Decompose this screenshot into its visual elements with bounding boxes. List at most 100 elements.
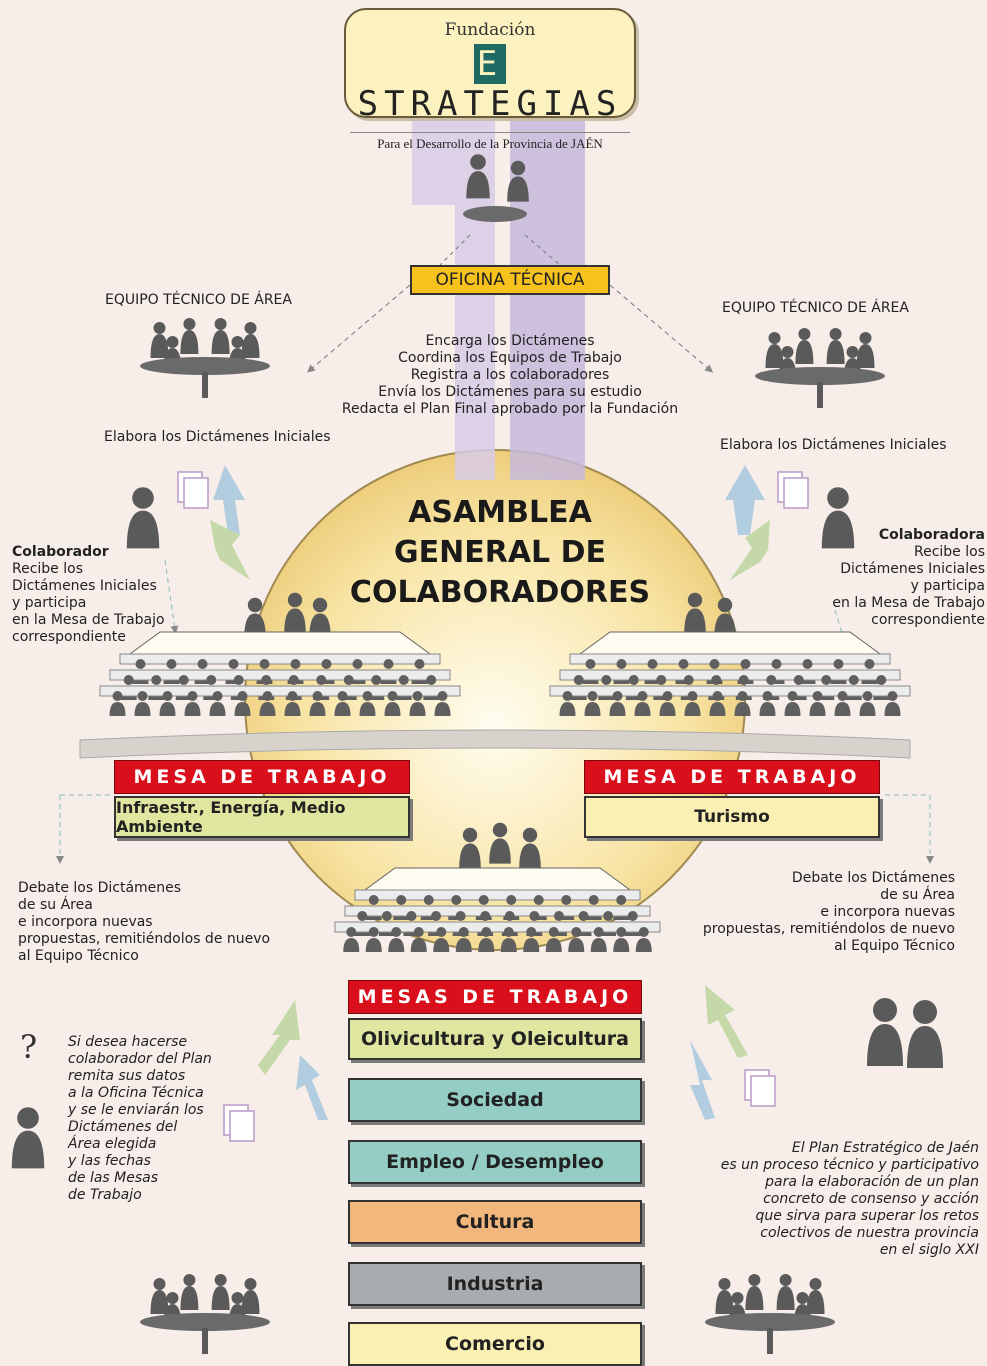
asamblea-line: COLABORADORES — [349, 575, 651, 610]
info-line: para la elaboración de un plan — [765, 1174, 979, 1190]
colaborador-line: correspondiente — [12, 629, 126, 645]
info-right-text: El Plan Estratégico de Jaén es un proces… — [721, 1140, 979, 1259]
info-line: Si desea hacerse — [68, 1034, 188, 1050]
equipo-right-table — [755, 328, 885, 408]
colaborador-line: Recibe los — [12, 561, 83, 577]
stage-band — [79, 729, 911, 759]
fundacion-logo: Fundación ESTRATEGIAS Para el Desarrollo… — [344, 8, 636, 151]
inquirer-figure — [11, 1107, 45, 1169]
logo-fundacion-text: Fundación — [444, 20, 536, 40]
mesa-item: Empleo / Desempleo — [348, 1140, 642, 1184]
colaboradora-line: en la Mesa de Trabajo — [832, 595, 985, 611]
debate-left-text: Debate los Dictámenes de su Área e incor… — [18, 880, 270, 965]
mesa-right-name: Turismo — [584, 796, 880, 838]
debate-line: al Equipo Técnico — [18, 948, 139, 964]
debate-line: propuestas, remitiéndolos de nuevo — [18, 931, 271, 947]
asamblea-title: ASAMBLEA GENERAL DE COLABORADORES — [330, 493, 670, 613]
colaborador-text: Colaborador Recibe los Dictámenes Inicia… — [12, 544, 165, 646]
info-line: concreto de consenso y acción — [763, 1191, 979, 1207]
task-item: Redacta el Plan Final aprobado por la Fu… — [341, 401, 679, 417]
mesas-header: MESAS DE TRABAJO — [348, 980, 642, 1014]
debate-line: Debate los Dictámenes — [18, 880, 182, 896]
document-icon-right — [777, 471, 809, 509]
colaboradora-text: Colaboradora Recibe los Dictámenes Inici… — [832, 527, 985, 629]
task-item: Coordina los Equipos de Trabajo — [398, 350, 622, 366]
mesa-item: Comercio — [348, 1322, 642, 1366]
oficina-tasks: Encarga los Dictámenes Coordina los Equi… — [340, 333, 680, 418]
equipo-right-title: EQUIPO TÉCNICO DE ÁREA — [722, 300, 909, 316]
colaboradora-line: Recibe los — [914, 544, 985, 560]
mesa-item: Cultura — [348, 1200, 642, 1244]
equipo-left-title: EQUIPO TÉCNICO DE ÁREA — [105, 292, 292, 308]
equipo-bottom-right-table — [705, 1274, 835, 1354]
info-line: colaborador del Plan — [68, 1051, 212, 1067]
oficina-tecnica-label: OFICINA TÉCNICA — [410, 265, 610, 295]
info-line: remita sus datos — [68, 1068, 186, 1084]
exchange-arrows-left — [210, 465, 250, 580]
info-line: El Plan Estratégico de Jaén — [791, 1140, 979, 1156]
asamblea-line: ASAMBLEA — [408, 495, 592, 530]
stage-right-president — [684, 592, 706, 634]
arrow-up-shape — [510, 118, 585, 480]
colaborador-title: Colaborador — [12, 544, 109, 560]
info-line: es un proceso técnico y participativo — [720, 1157, 979, 1173]
info-left-text: Si desea hacerse colaborador del Plan re… — [68, 1034, 212, 1204]
info-line: colectivos de nuestra provincia — [760, 1225, 979, 1241]
debate-line: propuestas, remitiéndolos de nuevo — [702, 921, 955, 937]
mesa-item: Industria — [348, 1262, 642, 1306]
stage-left — [99, 631, 461, 716]
asamblea-line: GENERAL DE — [394, 535, 606, 570]
handshake-figure-left — [867, 998, 903, 1066]
task-item: Encarga los Dictámenes — [425, 333, 595, 349]
mesa-left-header: MESA DE TRABAJO — [114, 760, 410, 794]
debate-line: Debate los Dictámenes — [791, 870, 955, 886]
equipo-left-table — [140, 318, 270, 398]
info-line: en el siglo XXI — [879, 1242, 979, 1258]
mesa-right-header: MESA DE TRABAJO — [584, 760, 880, 794]
logo-rest: STRATEGIAS — [357, 84, 623, 124]
task-item: Registra a los colaboradores — [410, 367, 610, 383]
exchange-arrows-bottom-left — [258, 1000, 328, 1120]
colaborador-line: y participa — [12, 595, 87, 611]
oficina-desk — [463, 206, 527, 222]
handshake-figure-right — [907, 1000, 943, 1068]
debate-line: al Equipo Técnico — [834, 938, 955, 954]
info-line: y las fechas — [68, 1153, 151, 1169]
debate-line: e incorpora nuevas — [18, 914, 153, 930]
equipo-left-caption: Elabora los Dictámenes Iniciales — [104, 429, 331, 445]
colaboradora-figure — [821, 487, 855, 549]
document-icon-bottom-left — [223, 1104, 255, 1142]
colaboradora-line: Dictámenes Iniciales — [840, 561, 985, 577]
stage-left-president — [284, 592, 306, 634]
document-icon-bottom-right — [744, 1069, 776, 1107]
task-item: Envía los Dictámenes para su estudio — [378, 384, 642, 400]
stage-center-president — [489, 822, 511, 864]
equipo-bottom-left-table — [140, 1274, 270, 1354]
exchange-arrows-right — [725, 465, 770, 580]
document-icon-left — [177, 471, 209, 509]
info-line: Dictámenes del — [68, 1119, 178, 1135]
info-line: que sirva para superar los retos — [755, 1208, 979, 1224]
stage-center-president — [459, 827, 481, 869]
info-line: de Trabajo — [68, 1187, 142, 1203]
debate-line: e incorpora nuevas — [820, 904, 955, 920]
exchange-arrows-bottom-right — [690, 985, 748, 1120]
logo-estrategias-text: ESTRATEGIAS — [346, 44, 634, 124]
debate-line: de su Área — [880, 887, 955, 903]
question-mark-icon: ? — [20, 1028, 38, 1066]
mesa-item: Olivicultura y Oleicultura — [348, 1018, 642, 1060]
arrow-down-shape — [412, 118, 495, 480]
debate-line: de su Área — [18, 897, 93, 913]
stage-center — [334, 867, 661, 952]
stage-right — [549, 631, 911, 716]
colaborador-figure — [126, 487, 160, 549]
info-line: de las Mesas — [68, 1170, 159, 1186]
oficina-person-left — [466, 154, 490, 199]
stage-center-president — [519, 827, 541, 869]
logo-subtitle: Para el Desarrollo de la Provincia de JA… — [350, 132, 630, 152]
info-line: Área elegida — [68, 1136, 157, 1152]
colaborador-line: en la Mesa de Trabajo — [12, 612, 165, 628]
oficina-person-right — [507, 160, 529, 202]
colaboradora-line: y participa — [910, 578, 985, 594]
info-line: y se le enviarán los — [68, 1102, 204, 1118]
